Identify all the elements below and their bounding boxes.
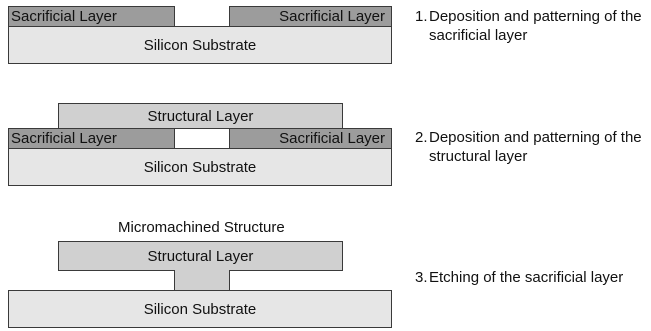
step1-caption: 1. Deposition and patterning of the sacr… [415,7,647,45]
step2-structural-layer: Structural Layer [58,103,343,129]
step3-anchor-post [174,270,230,291]
step2-sacrificial-left-label: Sacrificial Layer [11,130,117,147]
step2-sacrificial-left: Sacrificial Layer [8,128,175,149]
step3-substrate-label: Silicon Substrate [143,300,257,318]
step1-substrate-label: Silicon Substrate [143,36,257,54]
step3-structural-layer: Structural Layer [58,241,343,271]
step2-text: Deposition and patterning of the structu… [429,129,642,165]
step2-substrate: Silicon Substrate [8,148,392,186]
step3-structural-label: Structural Layer [147,247,254,265]
step2-caption: 2. Deposition and patterning of the stru… [415,128,647,166]
step1-sacrificial-left-label: Sacrificial Layer [11,8,117,25]
step1-number: 1. [415,8,428,25]
step2-sacrificial-right-label: Sacrificial Layer [279,130,385,147]
step1-text: Deposition and patterning of the sacrifi… [429,8,642,44]
step2-sacrificial-right: Sacrificial Layer [229,128,392,149]
step2-substrate-label: Silicon Substrate [143,158,257,176]
step1-substrate: Silicon Substrate [8,26,392,64]
step3-substrate: Silicon Substrate [8,290,392,328]
step2-structural-label: Structural Layer [147,107,254,125]
step1-sacrificial-right: Sacrificial Layer [229,6,392,27]
step1-sacrificial-left: Sacrificial Layer [8,6,175,27]
step3-text: Etching of the sacrificial layer [429,269,624,286]
step2-number: 2. [415,129,428,146]
step3-number: 3. [415,269,428,286]
step3-caption: 3. Etching of the sacrificial layer [415,268,637,287]
step1-sacrificial-right-label: Sacrificial Layer [279,8,385,25]
micromachined-structure-label: Micromachined Structure [118,219,285,236]
